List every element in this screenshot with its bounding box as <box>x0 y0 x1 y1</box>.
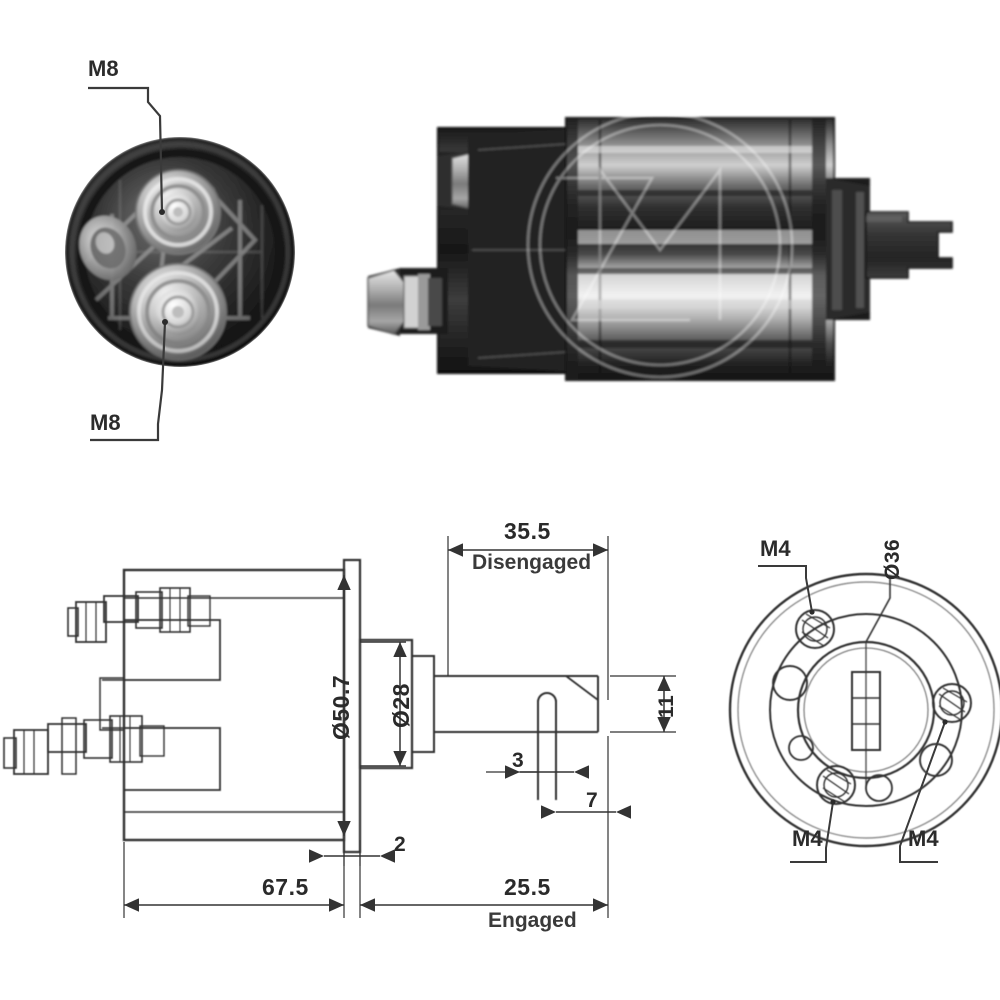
callout-dot-m4-bottom-right <box>942 719 948 725</box>
callout-label-m4-top-left: M4 <box>760 536 791 561</box>
m4-boss-right <box>932 683 972 723</box>
clearance-hole-left <box>772 665 808 701</box>
dim-label-2: 2 <box>394 833 407 856</box>
dimension-lines-section <box>123 536 676 918</box>
dim-leader-dia-36 <box>865 576 891 643</box>
callout-dot-m4-top-left <box>809 609 815 615</box>
callout-label-m4-bottom-right: M4 <box>908 826 939 851</box>
section-outline-drawing <box>3 558 599 854</box>
side-terminal-lower <box>367 268 448 336</box>
callout-leader-m8-top <box>88 86 164 213</box>
dim-label-dia-28: Ø28 <box>388 683 414 728</box>
plunger-fork-bracket <box>865 211 953 279</box>
dim-label-3: 3 <box>512 749 525 772</box>
dim-label-dia-50-7: Ø50.7 <box>328 674 354 740</box>
dim-label-25-5: 25.5 <box>504 874 551 900</box>
callout-dot-m4-bottom-left <box>830 799 836 805</box>
callout-leaders-m4 <box>758 565 946 863</box>
callout-leader-m4-top-left <box>758 565 813 613</box>
solenoid-nose <box>826 178 870 320</box>
dim-label-11: 11 <box>655 694 678 718</box>
state-label-disengaged: Disengaged <box>472 551 592 574</box>
callout-dot-m8-top <box>159 209 165 215</box>
callout-label-m8-top: M8 <box>88 56 119 81</box>
state-label-engaged: Engaged <box>488 909 577 932</box>
callout-leader-m4-bottom-right <box>899 721 946 863</box>
clearance-hole-bottom <box>865 774 893 802</box>
watermark-zm <box>526 111 794 379</box>
m4-boss-top-left <box>795 609 835 649</box>
dim-label-67-5: 67.5 <box>262 874 309 900</box>
section-terminal-lower <box>3 715 165 775</box>
callout-leader-m4-bottom-left <box>790 801 834 863</box>
solenoid-can <box>565 117 835 381</box>
dim-label-7: 7 <box>586 789 599 812</box>
photo-end-view <box>65 137 295 367</box>
clearance-hole-lower-left <box>788 735 814 761</box>
section-terminal-upper <box>67 587 211 643</box>
callout-label-m8-bottom: M8 <box>90 410 121 435</box>
photo-side-view <box>367 111 953 381</box>
callout-leader-m8-bottom <box>90 321 167 442</box>
callout-label-m4-bottom-left: M4 <box>792 826 823 851</box>
dim-label-dia-36: Ø36 <box>881 538 904 580</box>
m4-boss-bottom-left <box>816 765 856 805</box>
callout-dot-m8-bottom <box>162 319 168 325</box>
dim-label-35-5: 35.5 <box>504 518 551 544</box>
flange-end-view <box>728 572 1000 848</box>
